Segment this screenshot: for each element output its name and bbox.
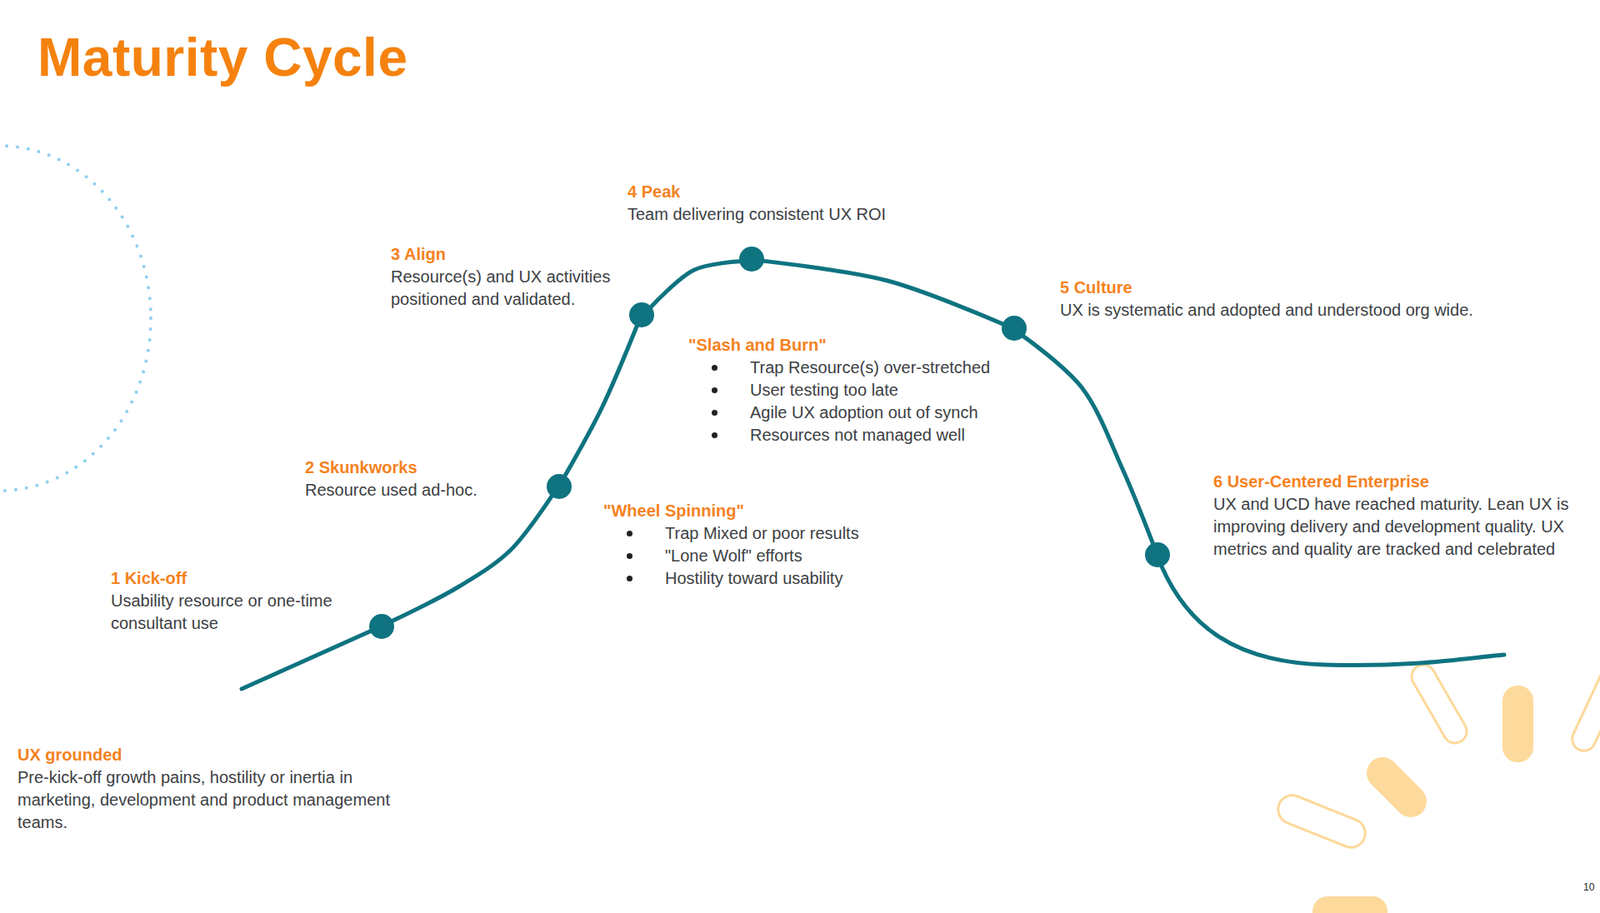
capsule [1360, 750, 1434, 825]
stage-heading: 5 Culture [1060, 276, 1481, 300]
stage-text-group: 4 PeakTeam delivering consistent UX ROI [627, 180, 961, 226]
list-item: Trap Mixed or poor results [665, 522, 860, 545]
stage-text-group: 3 AlignResource(s) and UX activities pos… [390, 243, 651, 311]
stage-dot: 4 PeakTeam delivering consistent UX ROI [739, 246, 765, 272]
stage-text-group: 2 SkunkworksResource used ad-hoc. [305, 456, 539, 502]
bullet-dot [711, 410, 718, 416]
stage-heading: 6 User-Centered Enterprise [1213, 470, 1599, 494]
dot-shape [1001, 315, 1027, 341]
capsule [1274, 791, 1370, 853]
curve-tail [241, 630, 372, 690]
stage-description: Resource used ad-hoc. [305, 479, 539, 502]
stage-description: UX and UCD have reached maturity. Lean U… [1213, 493, 1599, 561]
section-description: Pre-kick-off growth pains, hostility or … [17, 766, 401, 835]
stage-heading: 4 Peak [627, 180, 961, 204]
list-item: "Lone Wolf" efforts [665, 545, 803, 568]
stage-text-group: 5 CultureUX is systematic and adopted an… [1060, 276, 1481, 322]
bullet-dot [711, 365, 718, 371]
stage-description: UX is systematic and adopted and underst… [1060, 299, 1481, 322]
curve-segment [764, 260, 1003, 324]
stage-text-group: 6 User-Centered EnterpriseUX and UCD hav… [1213, 470, 1599, 561]
stage-heading: 3 Align [390, 243, 651, 266]
outlined-capsules [1274, 660, 1600, 852]
list-item: Resources not managed well [750, 424, 965, 447]
curve-segment [565, 326, 637, 476]
dot-circle [739, 246, 765, 272]
dot-shape [369, 614, 395, 640]
stage-dot: 3 AlignResource(s) and UX activities pos… [629, 302, 655, 328]
section-heading: "Slash and Burn" [688, 334, 827, 357]
dot-shape [546, 474, 572, 500]
curve-segment [392, 496, 552, 621]
stage-description: Usability resource or one-time consultan… [110, 590, 370, 635]
list-item: Hostility toward usability [665, 567, 843, 590]
dot-circle [1145, 542, 1170, 568]
dot-shape [739, 246, 765, 272]
dot-shape [629, 302, 655, 328]
stage-description: Resource(s) and UX activities positioned… [390, 265, 651, 311]
stage-dot: 1 Kick-offUsability resource or one-time… [369, 614, 395, 640]
stage-description: Team delivering consistent UX ROI [627, 203, 961, 226]
bullet-dot [626, 553, 633, 560]
page-title: Maturity Cycle [37, 27, 408, 88]
list-item: User testing too late [750, 379, 899, 402]
list-item: Agile UX adoption out of synch [750, 401, 979, 425]
dotted-arc [0, 145, 151, 491]
section-heading: UX grounded [17, 744, 123, 767]
bullet-dot [711, 432, 718, 439]
dot-circle [1001, 315, 1027, 341]
stage-dot: 5 CultureUX is systematic and adopted an… [1001, 315, 1027, 341]
bullet-dot [626, 575, 633, 582]
bullet-dot [711, 387, 718, 394]
stage-heading: 1 Kick-off [110, 567, 370, 590]
capsule [1312, 896, 1388, 913]
stage-dot: 2 SkunkworksResource used ad-hoc. [546, 474, 572, 500]
stage-text-group: 1 Kick-offUsability resource or one-time… [110, 567, 370, 635]
curve-tail [1161, 566, 1505, 666]
filled-capsules [1312, 685, 1534, 913]
capsule [1502, 685, 1534, 763]
list-item: Trap Resource(s) over-stretched [750, 356, 990, 380]
dot-shape [1145, 542, 1170, 568]
bullet-dot [626, 530, 633, 537]
dot-circle [369, 614, 395, 640]
curve-segment [1023, 336, 1153, 544]
stage-heading: 2 Skunkworks [305, 456, 539, 480]
page-number: 10 [1583, 881, 1595, 894]
dot-circle [629, 302, 655, 328]
capsule [1568, 661, 1600, 755]
dot-circle [546, 474, 572, 500]
section-heading: "Wheel Spinning" [603, 500, 745, 523]
stage-dot: 6 User-Centered EnterpriseUX and UCD hav… [1145, 542, 1170, 568]
curve-segment [650, 261, 740, 307]
capsule [1407, 660, 1471, 748]
